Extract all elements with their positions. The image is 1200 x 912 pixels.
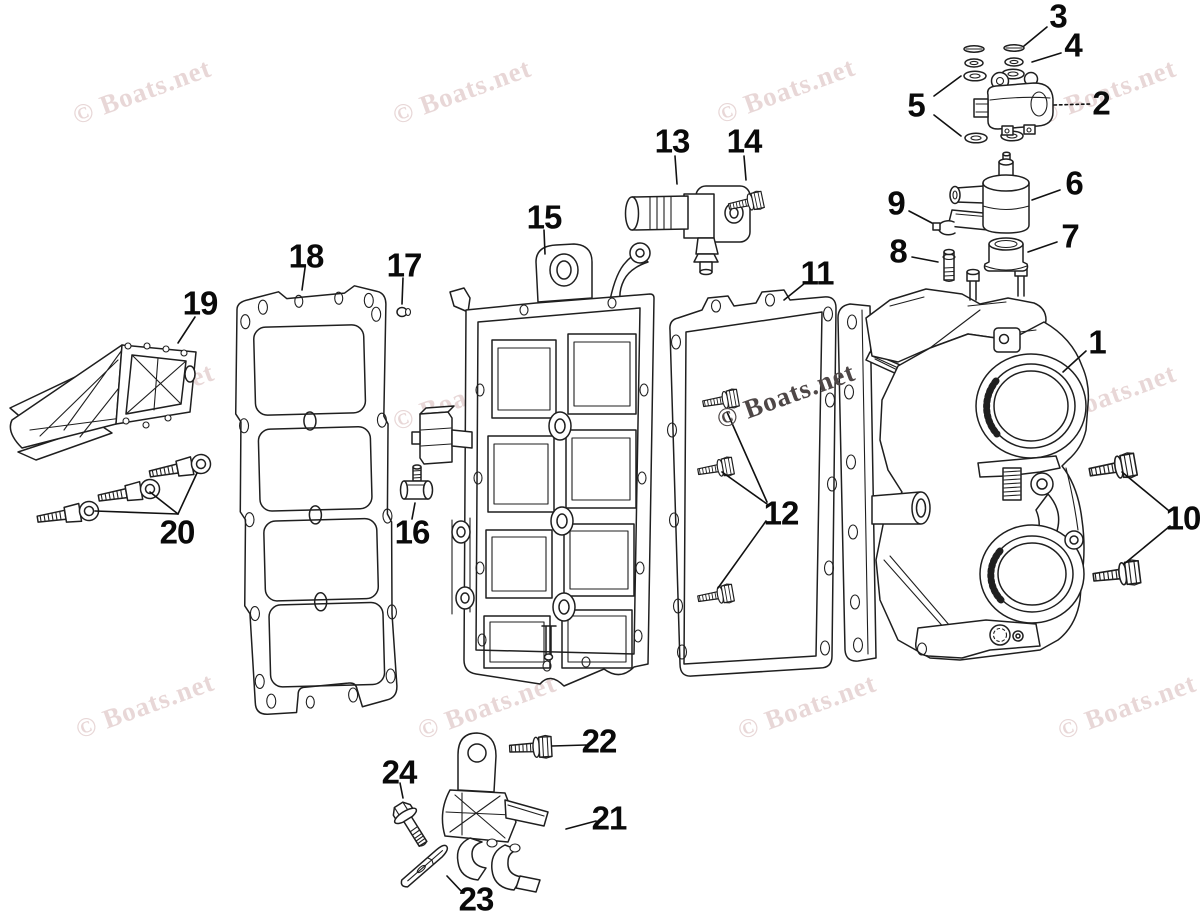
leader-lines xyxy=(94,26,1171,894)
callout-22[interactable]: 22 xyxy=(581,722,618,760)
part-16 xyxy=(399,464,434,500)
part-15 xyxy=(411,242,655,687)
callout-4[interactable]: 4 xyxy=(1064,26,1082,64)
callout-19[interactable]: 19 xyxy=(182,284,219,322)
part-22 xyxy=(508,734,553,761)
part-6 xyxy=(947,151,1030,234)
part-10 xyxy=(1086,450,1142,591)
part-23 xyxy=(400,844,449,888)
callout-13[interactable]: 13 xyxy=(654,122,691,160)
callout-12[interactable]: 12 xyxy=(763,494,800,532)
part-3 xyxy=(963,44,1025,53)
part-7 xyxy=(983,237,1029,272)
part-13 xyxy=(624,185,751,276)
callout-16[interactable]: 16 xyxy=(394,513,431,551)
callout-18[interactable]: 18 xyxy=(288,237,325,275)
callout-6[interactable]: 6 xyxy=(1065,164,1083,202)
part-1 xyxy=(837,263,1090,662)
part-18 xyxy=(234,285,398,715)
callout-17[interactable]: 17 xyxy=(386,246,423,284)
part-21 xyxy=(441,732,549,893)
callout-9[interactable]: 9 xyxy=(887,184,905,222)
callout-21[interactable]: 21 xyxy=(591,799,628,837)
callout-24[interactable]: 24 xyxy=(381,753,418,791)
callout-1[interactable]: 1 xyxy=(1088,323,1106,361)
part-8 xyxy=(942,248,956,283)
part-9 xyxy=(932,220,956,236)
callout-8[interactable]: 8 xyxy=(889,232,907,270)
callout-5[interactable]: 5 xyxy=(907,86,925,124)
callout-10[interactable]: 10 xyxy=(1165,499,1200,537)
callout-15[interactable]: 15 xyxy=(526,198,563,236)
part-24 xyxy=(392,801,428,847)
callout-14[interactable]: 14 xyxy=(726,122,763,160)
part-17 xyxy=(396,306,412,318)
callout-3[interactable]: 3 xyxy=(1049,0,1067,35)
part-11 xyxy=(666,289,838,677)
part-2 xyxy=(973,71,1054,136)
callout-2[interactable]: 2 xyxy=(1092,84,1110,122)
callout-20[interactable]: 20 xyxy=(159,513,196,551)
callout-7[interactable]: 7 xyxy=(1061,217,1079,255)
callout-11[interactable]: 11 xyxy=(800,254,835,292)
part-4 xyxy=(964,57,1024,68)
part-19 xyxy=(9,342,197,461)
callout-23[interactable]: 23 xyxy=(458,880,495,912)
